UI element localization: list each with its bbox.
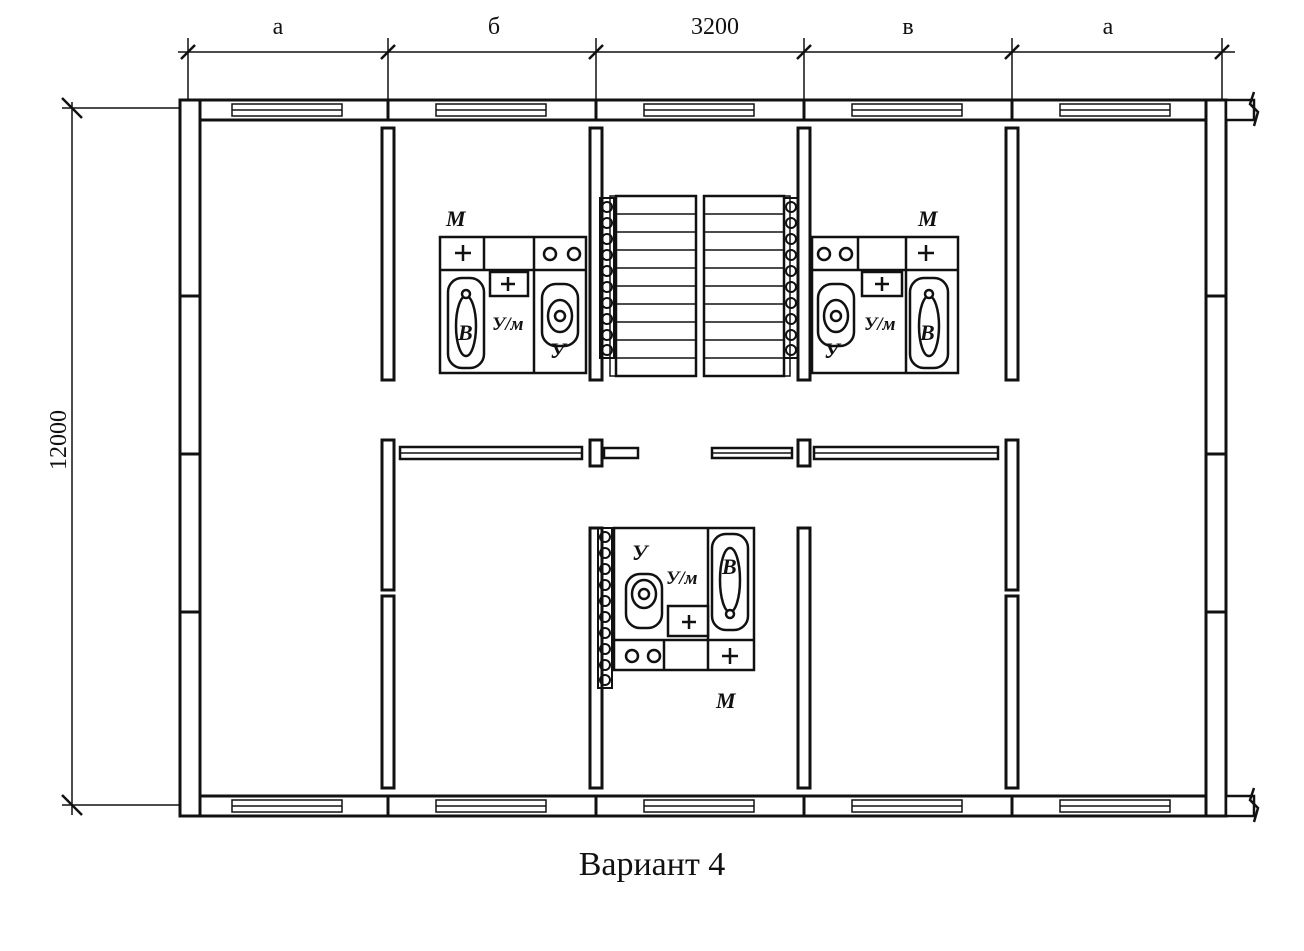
bath-label-top-left: В bbox=[457, 320, 473, 345]
toilet-label-top-left: У bbox=[550, 338, 568, 363]
cross-walls bbox=[380, 126, 1020, 790]
top-dimension-chain bbox=[178, 38, 1235, 100]
bath-label-bottom: В bbox=[721, 554, 737, 579]
variant-caption: Вариант 4 bbox=[578, 846, 726, 883]
plus-marks-bottom bbox=[682, 615, 738, 664]
bay-label-b: б bbox=[488, 14, 500, 40]
sanitary-block-bottom bbox=[612, 526, 756, 672]
kitchen-label-top-right: М bbox=[917, 206, 939, 231]
washbasin-label-bottom: У/м bbox=[666, 568, 698, 589]
bay-label-a-right: а bbox=[1103, 14, 1114, 40]
staircase bbox=[609, 194, 791, 378]
sanitary-block-left bbox=[438, 235, 588, 375]
wall-break-marks bbox=[1224, 91, 1260, 823]
toilet-label-bottom: У bbox=[632, 540, 650, 565]
side-dimension-line bbox=[61, 97, 188, 816]
bay-label-3200: 3200 bbox=[691, 14, 739, 40]
bay-label-a-left: а bbox=[273, 14, 284, 40]
windows bbox=[231, 103, 1171, 813]
kitchen-label-top-left: М bbox=[445, 206, 467, 231]
toilet-label-top-right: У bbox=[824, 338, 842, 363]
corridor-partition bbox=[398, 445, 1000, 461]
bay-label-v: в bbox=[902, 14, 913, 40]
bath-label-top-right: В bbox=[919, 320, 935, 345]
plus-marks-left bbox=[455, 245, 515, 291]
kitchen-label-bottom: М bbox=[715, 688, 737, 713]
sanitary-block-right bbox=[810, 235, 960, 375]
plus-marks-right bbox=[875, 245, 934, 291]
depth-label: 12000 bbox=[46, 410, 72, 470]
washbasin-label-top-right: У/м bbox=[864, 314, 896, 335]
washbasin-label-top-left: У/м bbox=[492, 314, 524, 335]
